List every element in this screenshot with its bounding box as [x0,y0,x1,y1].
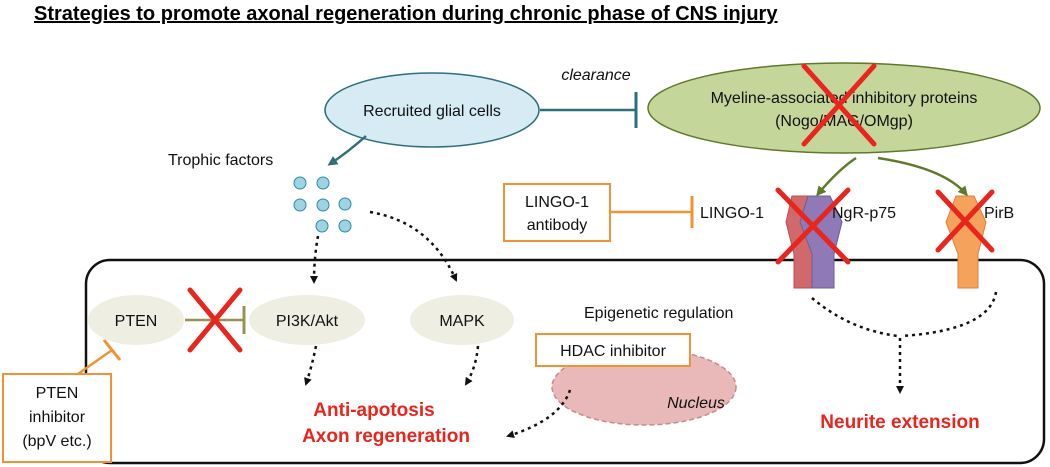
outcome-label-line2: Axon regeneration [302,426,470,447]
myelin-proteins-label-line2: (Nogo/MAG/OMgp) [775,113,913,130]
trophic-dot [338,219,352,233]
trophic-dot [293,176,307,190]
pi3k-akt-node [249,295,365,345]
diagram-title: Strategies to promote axonal regeneratio… [34,3,778,25]
mapk-to-outcome-arrow [464,345,480,386]
pirb-cross-icon [935,189,995,253]
pi3k-akt-label: PI3K/Akt [276,313,339,330]
pirb-label: PirB [984,205,1014,222]
trophic-dot [293,198,307,212]
clearance-label: clearance [561,67,630,84]
lingo1-label: LINGO-1 [700,205,764,222]
mapk-label: MAPK [439,313,485,330]
pten-inhibitor-label-line1: PTEN [36,385,79,402]
pten-node [88,295,184,345]
pi3k-to-outcome-arrow [304,345,318,386]
pten-inhibitor-label-line3: (bpV etc.) [22,433,91,450]
glial-cells-label: Recruited glial cells [363,103,501,120]
hdac-inhibitor-label: HDAC inhibitor [560,343,666,360]
trophic-dot [315,219,329,233]
glial-to-trophic-arrow [327,135,367,166]
lingo-antibody-box [503,183,611,242]
cell-membrane [84,258,1046,465]
lingo-antibody-label-line1: LINGO-1 [525,194,589,211]
glial-cells-node [324,72,540,148]
hdac-inhibitor-box [535,333,691,367]
trophic-dot [338,197,352,211]
outcome-label-line1: Anti-apotosis [313,400,434,421]
myelin-to-ngr-arrow [816,156,857,197]
pten-cross-icon [187,287,243,353]
lingo-antibody-label-line2: antibody [527,217,588,234]
ngr-signal-dotted-curve [811,297,899,338]
neurite-extension-label: Neurite extension [820,412,979,433]
myelin-cross-icon [801,63,877,147]
pten-inhibitor-line [77,348,113,376]
nucleus-label: Nucleus [667,395,725,412]
trophic-factors-label: Trophic factors [168,152,273,169]
pten-inhibitor-bar [102,339,122,361]
pirb-signal-dotted-curve [901,291,998,338]
pten-inhibitor-box [2,373,112,463]
epigenetic-label: Epigenetic regulation [584,305,733,322]
ngr-p75-label: NgR-p75 [832,205,896,222]
trophic-dot [316,176,330,190]
trophic-dot [316,198,330,212]
ngr-cross-icon [775,187,851,265]
pten-label: PTEN [115,313,158,330]
myelin-to-pirb-arrow [877,156,968,197]
trophic-factor-dots [293,176,352,233]
trophic-to-mapk-arrow [369,210,458,282]
trophic-to-pi3k-arrow [310,235,320,284]
pten-inhibitor-label-line2: inhibitor [29,409,86,426]
mapk-node [410,295,514,345]
nucleus-node [551,348,737,426]
